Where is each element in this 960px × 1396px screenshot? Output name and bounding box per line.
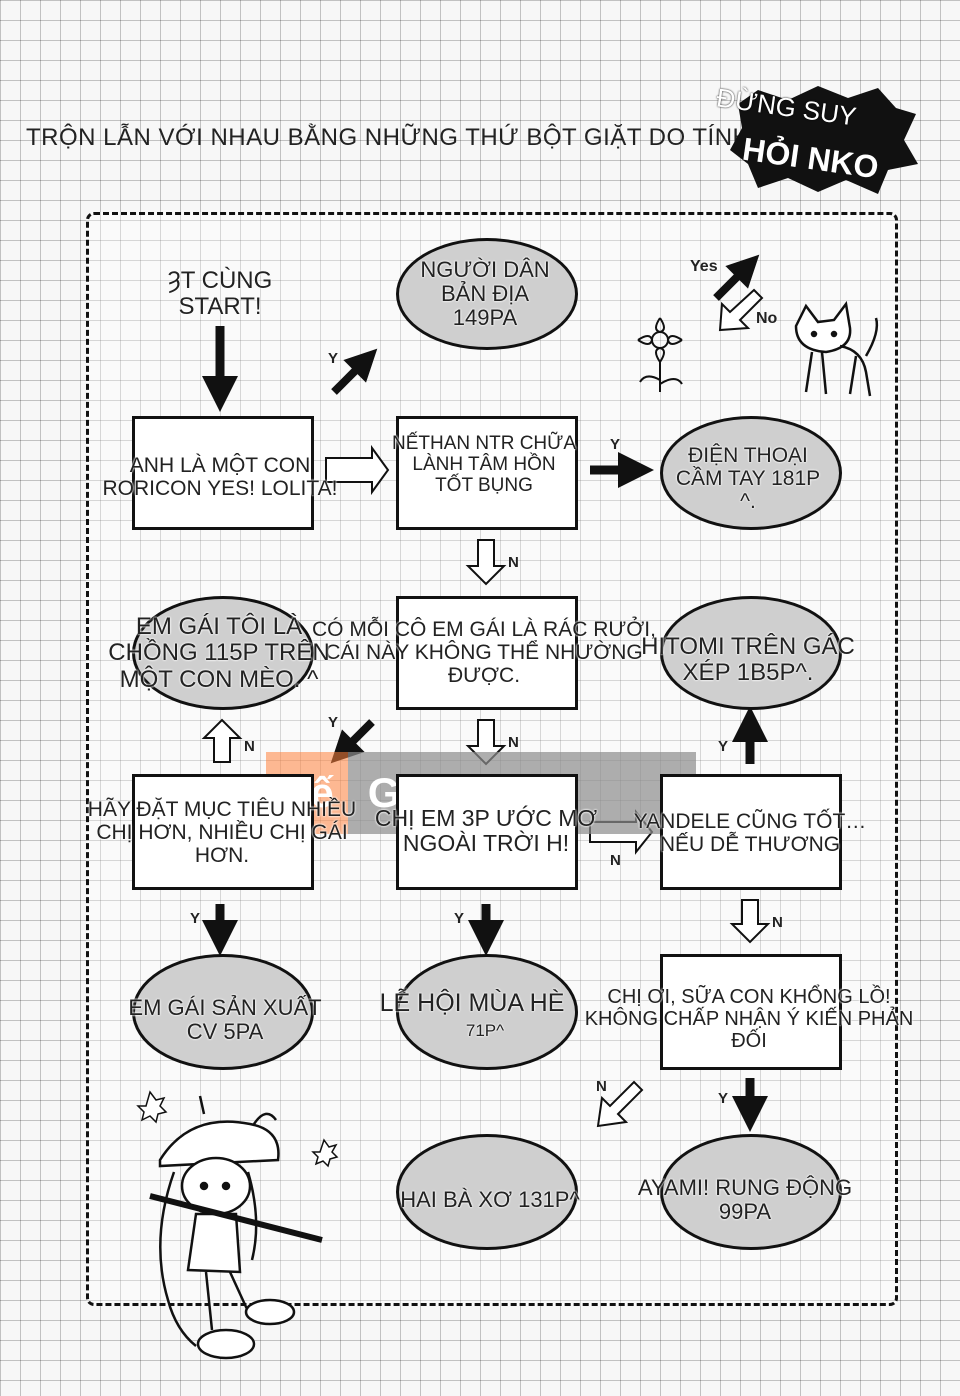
title-badge-splash	[730, 86, 918, 194]
legend-no-label: No	[756, 310, 778, 327]
label-n-b3-b5: N	[508, 734, 519, 751]
legend-no-arrow	[718, 288, 764, 332]
decision-text-4: HÃY ĐẶT MỤC TIÊU NHIỀU CHỊ HƠN, NHIỀU CH…	[87, 798, 357, 868]
decision-box-5	[396, 774, 578, 890]
arrow-b3-b4	[330, 719, 375, 764]
outcome-ellipse-6	[396, 954, 578, 1070]
label-n-b6-b7: N	[772, 914, 783, 931]
arrow-b7-e7	[596, 1080, 644, 1128]
outcome-text-5: EM GÁI SẢN XUẤT CV 5PA	[128, 995, 322, 1045]
label-n-b7-e7: N	[596, 1078, 607, 1095]
outcome-ellipse-8	[660, 1134, 842, 1250]
girl-character-doodle	[136, 1090, 339, 1360]
decision-text-7: CHỊ ƠI, SỮA CON KHỔNG LỒ! KHÔNG CHẤP NHẬ…	[584, 986, 914, 1052]
outcome-ellipse-7	[396, 1134, 578, 1250]
legend-yes-label: Yes	[690, 258, 718, 275]
outcome-text-6-pages: 71P^	[465, 1021, 505, 1040]
outcome-text-4: HITOMI TRÊN GÁC XÉP 1B5P^.	[641, 633, 855, 687]
label-y-b4-e5: Y	[190, 910, 201, 927]
decision-text-3: CÓ MỖI CÔ EM GÁI LÀ RÁC RƯỞI, CÁI NÀY KH…	[312, 618, 656, 688]
arrow-b2-b3	[465, 539, 507, 586]
label-y-b6-e4: Y	[718, 738, 729, 755]
decision-box-1	[132, 416, 314, 530]
outcome-ellipse-1	[396, 238, 578, 350]
outcome-text-7: HAI BÀ XƠ 131P^	[400, 1187, 580, 1212]
label-n-b4-e3: N	[244, 738, 255, 755]
decision-box-4	[132, 774, 314, 890]
outcome-text-2: ĐIỆN THOẠI CẦM TAY 181P ^.	[675, 444, 821, 514]
label-y-b3-b4: Y	[328, 714, 339, 731]
decision-text-2: NẾTHAN NTR CHỮA LÀNH TÂM HỒN TỐT BỤNG	[391, 433, 577, 496]
label-y-b7-e8: Y	[718, 1090, 729, 1107]
outcome-ellipse-3	[132, 596, 314, 710]
decision-box-7	[660, 954, 842, 1070]
label-n-b2-b3: N	[508, 554, 519, 571]
label-y-b5-e6: Y	[454, 910, 465, 927]
label-y-b1-e1: Y	[328, 350, 339, 367]
arrow-b4-e3	[201, 718, 243, 763]
cat-doodle	[794, 300, 879, 397]
outcome-ellipse-5	[132, 954, 314, 1070]
arrow-b1-b2	[325, 444, 390, 496]
outcome-text-1: NGƯỜI DÂN BẢN ĐỊA 149PA	[420, 257, 550, 331]
decision-text-6: YANDELE CŨNG TỐT… NẾU DỄ THƯƠNG	[633, 810, 867, 857]
decision-text-5: CHỊ EM 3P ƯỚC MƠ NGOÀI TRỜI H!	[374, 805, 598, 857]
decision-box-2	[396, 416, 578, 530]
outcome-ellipse-2	[660, 416, 842, 530]
outcome-text-6: LỄ HỘI MÙA HÈ	[379, 989, 565, 1017]
arrow-b1-e1	[331, 348, 378, 395]
decision-box-3	[396, 596, 578, 710]
outcome-ellipse-4	[660, 596, 842, 710]
legend-yes-arrow	[713, 254, 760, 301]
outcome-text-8: AYAMI! RUNG ĐỘNG 99PA	[637, 1175, 853, 1225]
start-label: ȜT CÙNG START!	[167, 267, 273, 321]
decision-text-1: ANH LÀ MỘT CON RORICON YES! LOLITA!	[102, 454, 338, 501]
decision-box-6	[660, 774, 842, 890]
page-heading: TRỘN LẪN VỚI NHAU BẰNG NHỮNG THỨ BỘT GIẶ…	[26, 124, 833, 151]
arrow-b6-b7	[729, 899, 771, 944]
outcome-text-3: EM GÁI TÔI LÀ CHỒNG 115P TRÊN MỘT CON MÈ…	[108, 613, 330, 693]
label-n-b5-b6: N	[610, 852, 621, 869]
label-y-b2-e2: Y	[610, 436, 621, 453]
flower-doodle	[637, 317, 683, 392]
